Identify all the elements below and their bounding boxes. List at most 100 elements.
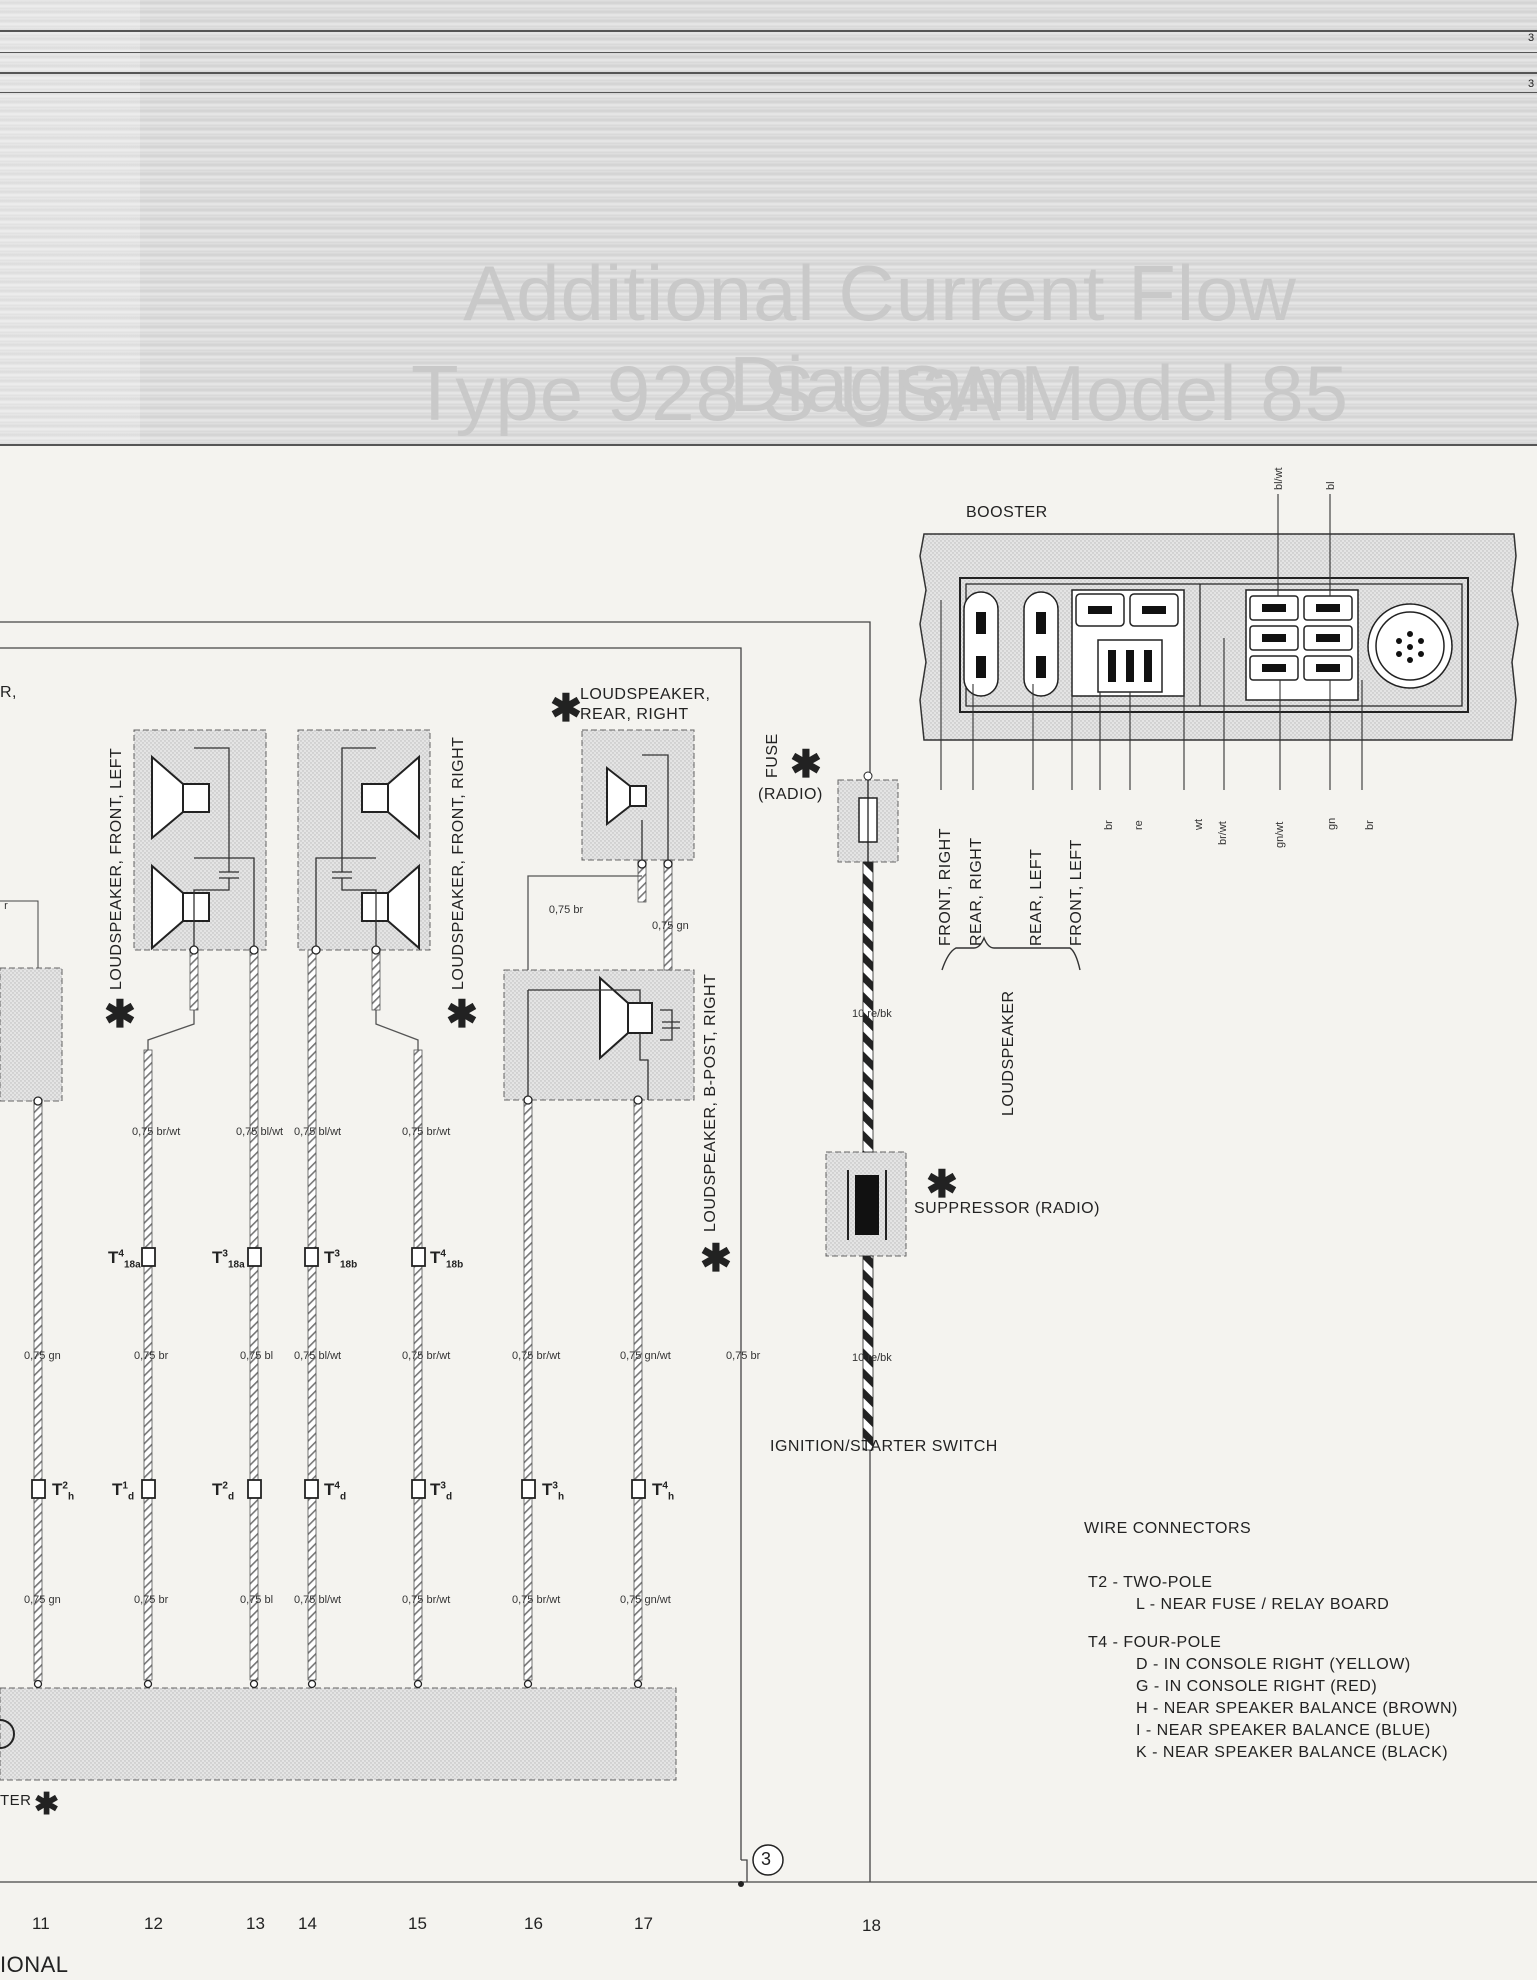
booster-title: BOOSTER (966, 504, 1048, 521)
jogged-wires (147, 875, 642, 1050)
column-number: 16 (524, 1914, 543, 1933)
fuse-radio-label: (RADIO) (758, 786, 823, 803)
wire-label: 0,75 bl (240, 1350, 274, 1362)
connector-t18b-3: T318b (324, 1248, 358, 1271)
wire-label: 0,75 bl/wt (294, 1350, 342, 1362)
legend-title: WIRE CONNECTORS (1084, 1520, 1252, 1537)
wire-label: 0,75 br (134, 1594, 169, 1606)
legend-t4-head: T4 - FOUR-POLE (1088, 1634, 1222, 1651)
ls-rear-right: REAR, RIGHT (968, 837, 985, 946)
wire-label: 0,75 br/wt (512, 1350, 561, 1362)
wire-label: 0,75 gn/wt (620, 1350, 671, 1362)
wire-label: 10 re/bk (852, 1008, 892, 1020)
star-icon: ✱ (550, 688, 582, 730)
booster-top-wire: bl (1325, 481, 1337, 490)
ruled-line (0, 92, 1537, 93)
column-number: 17 (634, 1914, 653, 1933)
column-number: 13 (246, 1914, 265, 1933)
speaker-rear-right-label-1: LOUDSPEAKER, (580, 686, 711, 703)
wire-label: 0,75 gn (24, 1594, 61, 1606)
star-icon: ✱ (700, 1238, 732, 1280)
legend-t4-item: K - NEAR SPEAKER BALANCE (BLACK) (1136, 1744, 1449, 1761)
column-number: 15 (408, 1914, 427, 1933)
header-band (0, 0, 1537, 445)
speaker-bpost-right-label: LOUDSPEAKER, B-POST, RIGHT (702, 973, 719, 1232)
partial-left-component (0, 900, 63, 1102)
wire-label: r (4, 900, 8, 912)
header-title-line2: Type 928 S USA Model 85 (411, 349, 1349, 437)
suppressor-box (825, 1151, 907, 1257)
booster-bottom-wire: gn (1326, 817, 1338, 830)
legend-t4-item: I - NEAR SPEAKER BALANCE (BLUE) (1136, 1722, 1431, 1739)
booster-unit (919, 494, 1519, 971)
legend-t4-item: G - IN CONSOLE RIGHT (RED) (1136, 1678, 1378, 1695)
speaker-front-left-label: LOUDSPEAKER, FRONT, LEFT (108, 747, 125, 990)
booster-bottom-wire: br (1103, 820, 1115, 830)
star-icon: ✱ (926, 1164, 958, 1206)
wire-label: 0,75 gn (652, 920, 689, 932)
column-number: 12 (144, 1914, 163, 1933)
wire-label: 0,75 bl (240, 1594, 274, 1606)
wire-label: 0,75 bl/wt (294, 1126, 342, 1138)
legend-t2-head: T2 - TWO-POLE (1088, 1574, 1213, 1591)
wire-label: 0,75 gn (24, 1350, 61, 1362)
partial-left-label: R, (0, 684, 17, 701)
edge-mark: 3 (1528, 78, 1535, 90)
suppressor-label: SUPPRESSOR (RADIO) (914, 1200, 1100, 1217)
star-icon: ✱ (446, 994, 478, 1036)
connector-t18b-4: T418b (430, 1248, 464, 1271)
wire-label: 0,75 br (548, 904, 584, 916)
booster-bottom-wire: br/wt (1217, 821, 1229, 845)
connector-t4d-3: T3d (430, 1480, 453, 1503)
connector-t4h-3: T3h (542, 1480, 565, 1503)
connector-t18a-4: T418a (108, 1248, 141, 1271)
ground-ref-number: 3 (761, 1849, 772, 1869)
radio-enclosure (0, 621, 1537, 1883)
wire-label: 0,75 br/wt (402, 1126, 451, 1138)
wire-label: 0,75 br/wt (512, 1594, 561, 1606)
wire-label: 0,75 br/wt (402, 1350, 451, 1362)
booster-bottom-wire: wt (1193, 819, 1205, 830)
ground-ref (738, 1844, 784, 1887)
amplifier-box (0, 1679, 677, 1781)
connector-t4d-1: T1d (112, 1480, 135, 1503)
ls-front-right: FRONT, RIGHT (937, 828, 954, 946)
legend-t4-item: H - NEAR SPEAKER BALANCE (BROWN) (1136, 1700, 1458, 1717)
partial-bottom-label: TER (0, 1792, 32, 1809)
speaker-front-right-label: LOUDSPEAKER, FRONT, RIGHT (450, 736, 467, 990)
booster-bottom-wire: gn/wt (1274, 821, 1286, 848)
legend-t4-item: D - IN CONSOLE RIGHT (YELLOW) (1136, 1656, 1411, 1673)
star-icon: ✱ (104, 994, 136, 1036)
footer-partial: IONAL (0, 1952, 69, 1977)
connector-t4d-4: T4d (324, 1480, 347, 1503)
wire-label: 0,75 br (726, 1350, 761, 1362)
t18-connectors (141, 1247, 426, 1267)
connector-t4h-2: T2h (52, 1480, 75, 1503)
connector-t4h-4: T4h (652, 1480, 675, 1503)
ruled-line (0, 72, 1537, 74)
header-band-light-strip (0, 0, 140, 445)
fuse-label: FUSE (764, 733, 781, 778)
legend-t2-item: L - NEAR FUSE / RELAY BOARD (1136, 1596, 1390, 1613)
speaker-rear-right-box (581, 729, 695, 861)
wire-label: 0,75 br (134, 1350, 169, 1362)
wire-label: 0,75 gn/wt (620, 1594, 671, 1606)
radio-feed-wire (862, 771, 874, 1451)
connector-t4d-2: T2d (212, 1480, 235, 1503)
star-icon: ✱ (790, 744, 822, 786)
ignition-label: IGNITION/STARTER SWITCH (770, 1438, 998, 1455)
wire-label: 0,75 br/wt (402, 1594, 451, 1606)
booster-bottom-wire: br (1364, 820, 1376, 830)
wire-label: 0,75 bl/wt (294, 1594, 342, 1606)
ls-group-label: LOUDSPEAKER (1000, 990, 1017, 1116)
fuse-box (837, 774, 899, 863)
edge-mark: 3 (1528, 32, 1535, 44)
connector-t18a-3: T318a (212, 1248, 245, 1271)
star-icon: ✱ (34, 1788, 60, 1821)
ruled-line (0, 52, 1537, 53)
wire-label: 0,75 br/wt (132, 1126, 181, 1138)
t4-connectors (31, 1479, 646, 1499)
column-number: 18 (862, 1916, 881, 1935)
column-number: 11 (32, 1914, 50, 1933)
